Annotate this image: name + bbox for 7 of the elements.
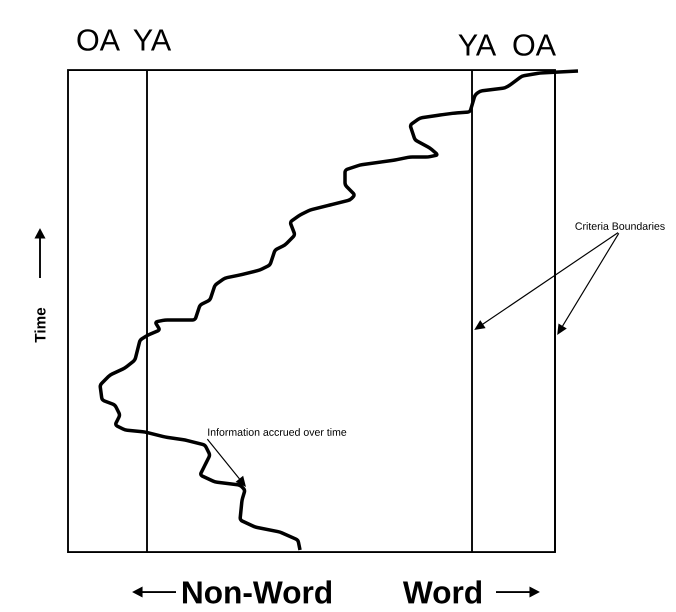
axis-label: YA	[458, 34, 496, 56]
axis-label: OA	[513, 34, 556, 56]
axis-label: Word	[402, 580, 482, 604]
axis-label: OA	[77, 29, 120, 51]
axis-label: Non-Word	[182, 580, 332, 604]
annotation-text: Criteria Boundaries	[575, 222, 665, 230]
axis-label: Time	[34, 308, 46, 342]
